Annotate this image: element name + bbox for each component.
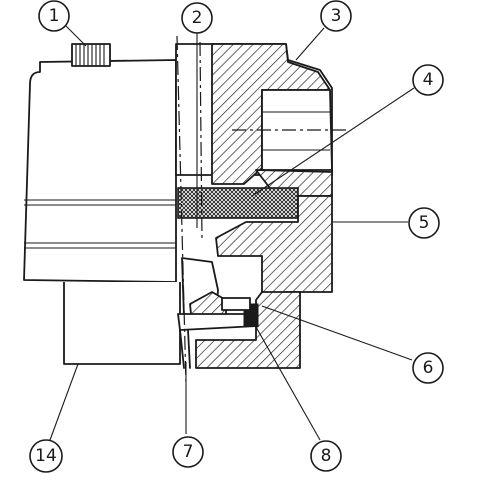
callout-5: 5 (408, 207, 440, 239)
callout-14: 14 (29, 439, 63, 473)
filter-mesh (177, 187, 299, 219)
housing-body (23, 59, 177, 283)
middle-block (215, 195, 333, 305)
lower-skirt (63, 282, 181, 365)
callout-3-label: 3 (331, 6, 342, 26)
callout-2-label: 2 (192, 8, 203, 28)
knurled-knob (71, 43, 111, 67)
callout-6-label: 6 (423, 358, 434, 378)
callout-2: 2 (181, 2, 213, 34)
callout-4-label: 4 (423, 70, 434, 90)
valve-stem (179, 329, 191, 369)
callout-7-label: 7 (183, 442, 194, 462)
callout-1-label: 1 (49, 6, 60, 26)
valve-piston (177, 257, 259, 331)
callout-1: 1 (38, 0, 70, 32)
upper-shell (211, 43, 333, 197)
callout-8-label: 8 (321, 446, 332, 466)
callout-5-label: 5 (419, 213, 430, 233)
callout-14-label: 14 (35, 446, 57, 466)
callout-4: 4 (412, 64, 444, 96)
callout-8: 8 (310, 440, 342, 472)
callout-3: 3 (320, 0, 352, 32)
callout-7: 7 (172, 436, 204, 468)
callout-6: 6 (412, 352, 444, 384)
centre-lines (176, 35, 350, 386)
leader-lines (49, 21, 415, 441)
